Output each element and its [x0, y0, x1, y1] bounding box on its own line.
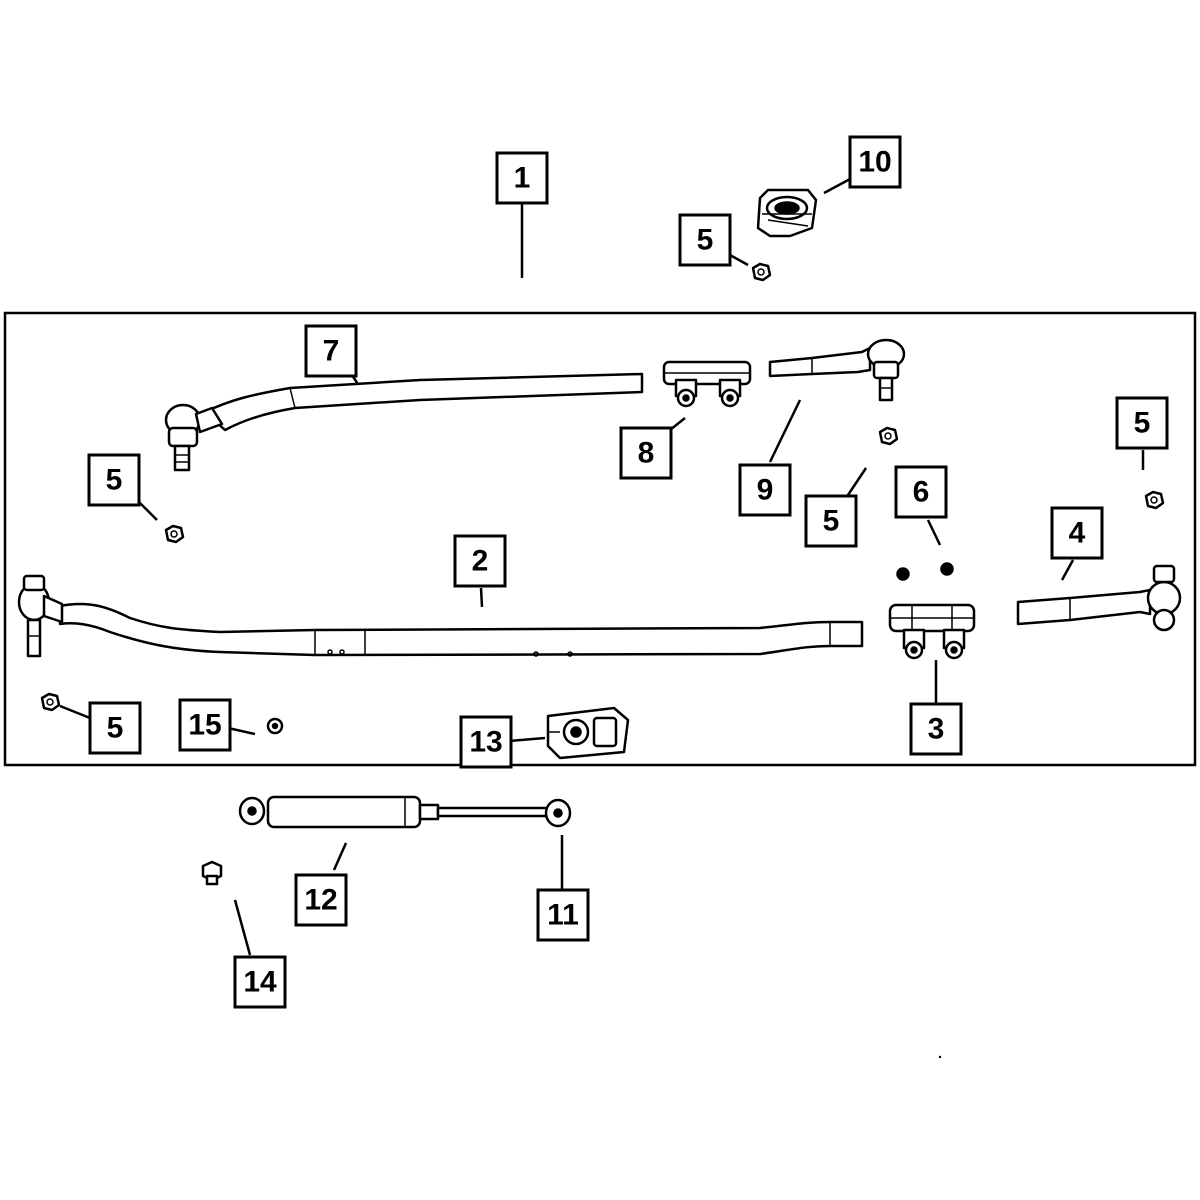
callout-9: 9	[738, 463, 792, 517]
stray-mark	[938, 1055, 942, 1059]
callout-10: 10	[848, 135, 902, 189]
adjuster-clamp-lower	[888, 603, 976, 660]
callout-label: 7	[323, 335, 340, 368]
callout-5-mid: 5	[804, 494, 858, 548]
callout-7: 7	[304, 324, 358, 378]
callout-label: 3	[928, 713, 945, 746]
nut-top	[751, 262, 772, 282]
nut-bottom-left	[40, 692, 61, 712]
callout-label: 6	[913, 476, 930, 509]
pitman-bracket-part	[756, 188, 818, 238]
callout-5-top: 5	[678, 213, 732, 267]
assembly-frame	[3, 311, 1197, 767]
callout-12: 12	[294, 873, 348, 927]
callout-label: 5	[106, 464, 123, 497]
leader-lines	[59, 176, 1145, 956]
callout-15: 15	[178, 698, 232, 752]
callout-13: 13	[459, 715, 513, 769]
bolt-part	[201, 860, 223, 886]
nut-far-right	[1144, 490, 1165, 510]
callout-label: 11	[547, 899, 579, 932]
callout-label: 5	[697, 224, 714, 257]
callout-5-right: 5	[1115, 396, 1169, 450]
callout-label: 5	[107, 712, 124, 745]
callout-label: 2	[472, 545, 489, 578]
callout-11: 11	[536, 888, 590, 942]
callout-label: 14	[243, 966, 277, 999]
callout-label: 5	[823, 505, 840, 538]
callout-14: 14	[233, 955, 287, 1009]
callout-label: 5	[1134, 407, 1151, 440]
callout-label: 12	[304, 884, 337, 917]
callout-6: 6	[894, 465, 948, 519]
mount-bracket-part	[546, 706, 630, 760]
callout-5-left-upper: 5	[87, 453, 141, 507]
washer-part	[266, 717, 284, 735]
drag-link-part	[164, 372, 644, 472]
callout-2: 2	[453, 534, 507, 588]
tie-rod-end-lower	[1016, 564, 1182, 632]
nut-mid-right	[878, 426, 899, 446]
callout-label: 9	[757, 474, 774, 507]
callout-label: 4	[1069, 517, 1086, 550]
nut-left-upper	[164, 524, 185, 544]
steering-damper-part	[238, 795, 572, 829]
tie-rod-part	[17, 574, 864, 658]
callout-label: 10	[858, 146, 891, 179]
callout-8: 8	[619, 426, 673, 480]
callout-4: 4	[1050, 506, 1104, 560]
callout-1: 1	[495, 151, 549, 205]
adjuster-clamp-upper	[662, 360, 752, 408]
callout-5-bottom-left: 5	[88, 701, 142, 755]
callout-label: 15	[188, 709, 221, 742]
callout-label: 13	[469, 726, 502, 759]
tie-rod-end-upper	[768, 338, 906, 402]
callout-label: 1	[514, 162, 531, 195]
callout-label: 8	[638, 437, 655, 470]
callout-3: 3	[909, 702, 963, 756]
clamp-nuts	[896, 562, 954, 581]
